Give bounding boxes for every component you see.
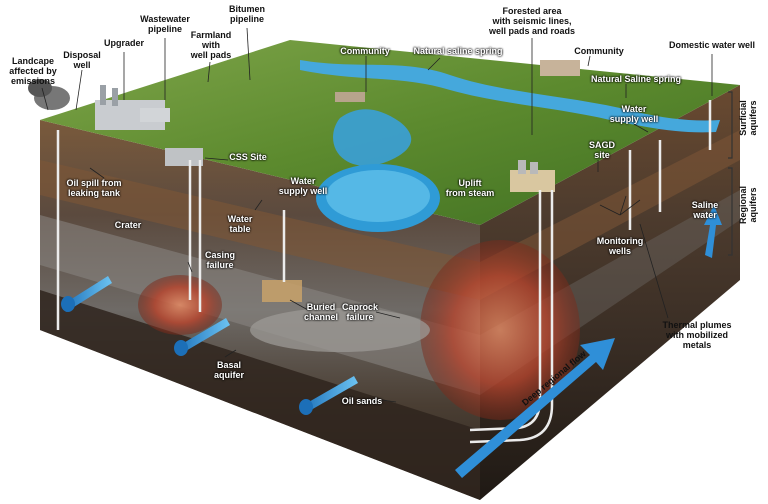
label-casing-failure: Casing failure (204, 250, 235, 270)
label-natural-saline-spring-2: Natural Saline spring (590, 74, 682, 84)
label-crater: Crater (114, 220, 142, 230)
label-disposal-well: Disposal well (63, 50, 101, 70)
label-css-site: CSS Site (229, 152, 267, 162)
label-community-right: Community (574, 46, 624, 56)
label-regional-aquifers: Regional aquifers (738, 186, 758, 225)
label-thermal-plumes: Thermal plumes with mobilized metals (662, 320, 732, 350)
label-oil-sands: Oil sands (341, 396, 383, 406)
label-wastewater-pipeline: Wastewater pipeline (140, 14, 190, 34)
label-water-table: Water table (227, 214, 253, 234)
label-saline-water: Saline water (691, 200, 719, 220)
label-surficial-aquifers: Surficial aquifers (738, 100, 758, 136)
label-natural-saline-spring-1: Natural saline spring (413, 46, 503, 56)
label-monitoring-wells: Monitoring wells (596, 236, 644, 256)
label-upgrader: Upgrader (103, 38, 144, 48)
label-sagd-site: SAGD site (588, 140, 615, 160)
label-caprock-failure: Caprock failure (341, 302, 378, 322)
label-oil-spill: Oil spill from leaking tank (66, 178, 122, 198)
label-bitumen-pipeline: Bitumen pipeline (229, 4, 265, 24)
label-uplift-from-steam: Uplift from steam (445, 178, 495, 198)
label-basal-aquifer: Basal aquifer (213, 360, 244, 380)
label-community-center: Community (340, 46, 390, 56)
label-water-supply-well-right: Water supply well (609, 104, 659, 124)
label-forested-area: Forested area with seismic lines, well p… (488, 6, 576, 36)
label-landscape: Landcape affected by emissions (9, 56, 57, 86)
label-water-supply-well-center: Water supply well (278, 176, 328, 196)
label-farmland: Farmland with well pads (190, 30, 232, 60)
label-domestic-water-well: Domestic water well (668, 40, 756, 50)
label-buried-channel: Buried channel (303, 302, 338, 322)
